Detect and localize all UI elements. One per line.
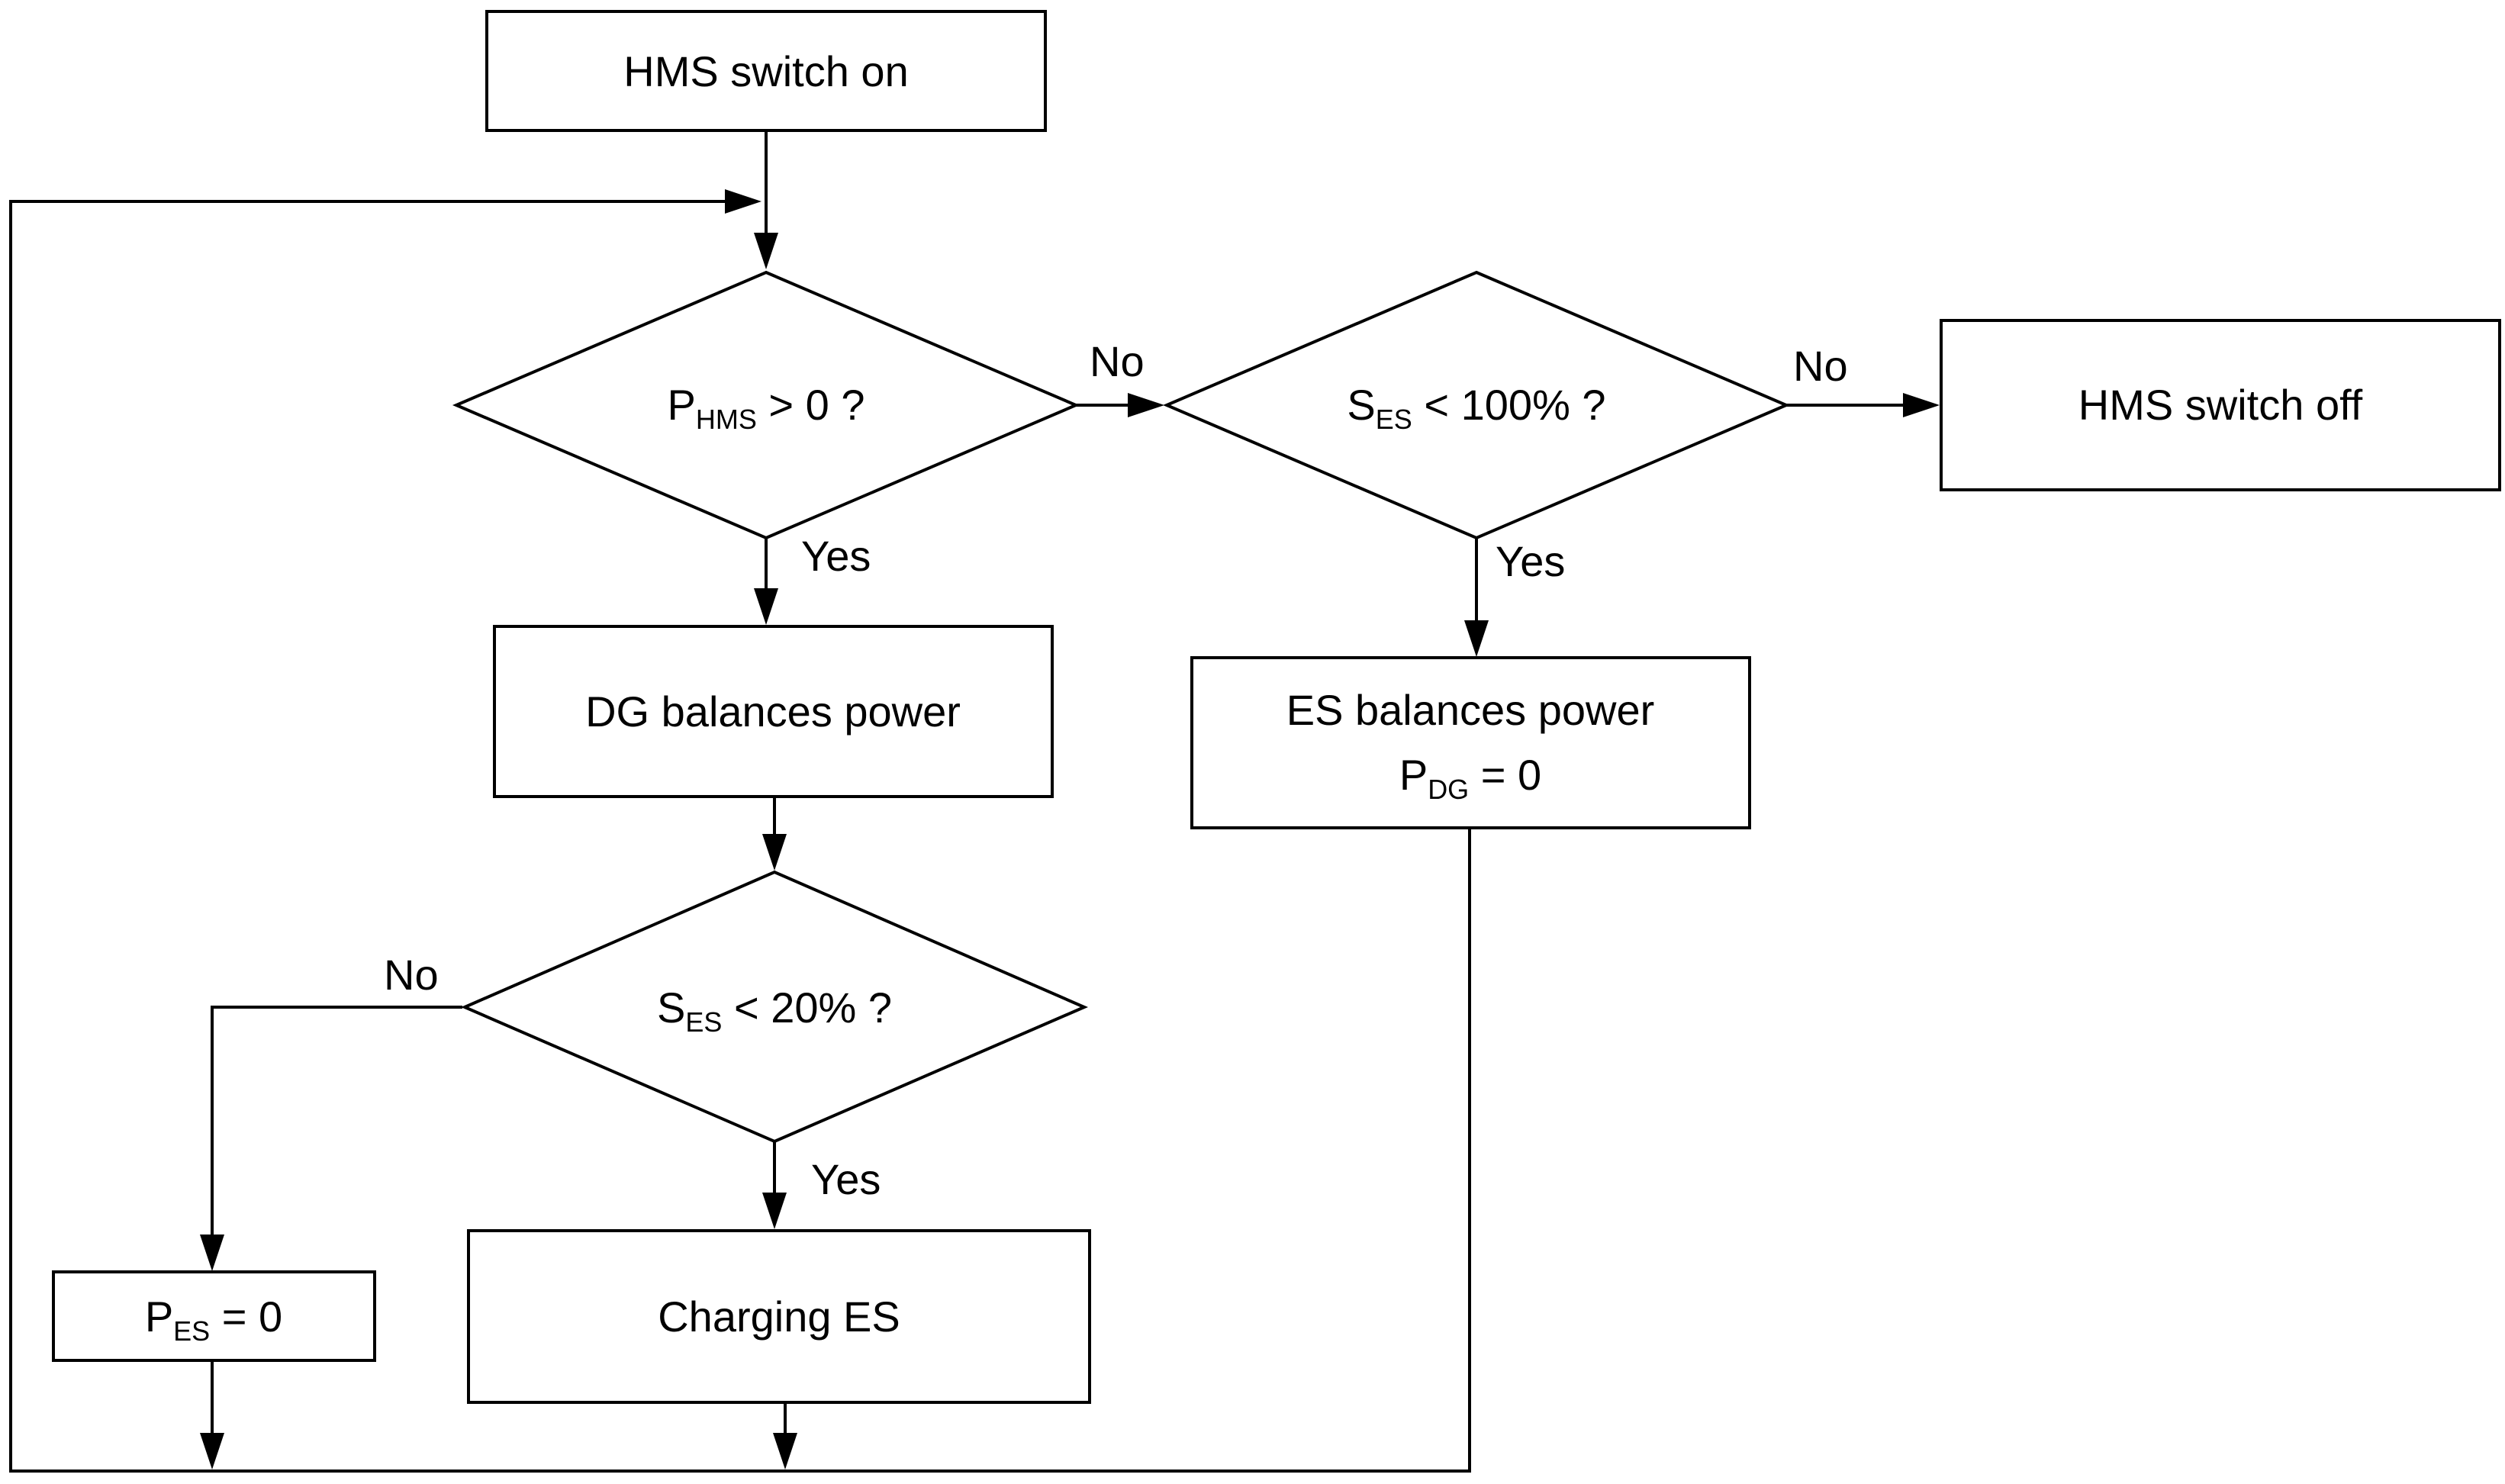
decision-phms-p: P: [667, 381, 695, 429]
decision-ses-100-rest: < 100% ?: [1412, 381, 1606, 429]
edge-loop-back: [9, 200, 1471, 1473]
edge-labels: No Yes No Yes No Yes: [384, 337, 1848, 1203]
decision-phms-label: PHMS > 0 ?: [667, 381, 865, 435]
arrow-head: [773, 1433, 797, 1470]
node-pes-zero: PES = 0: [52, 1270, 376, 1362]
charging-es-label: Charging ES: [658, 1292, 900, 1341]
node-charging-es: Charging ES: [467, 1229, 1091, 1404]
connectors: [9, 130, 1940, 1473]
start-box: [485, 10, 1047, 132]
dg-balances-box: [493, 625, 1054, 798]
switch-off-label: HMS switch off: [2078, 381, 2363, 429]
decision-ses-100-label: SES < 100% ?: [1347, 381, 1605, 435]
decision-ses-20-sub: ES: [685, 1006, 722, 1038]
pes-zero-label: PES = 0: [145, 1292, 282, 1347]
node-es-balances: ES balances power PDG = 0: [1190, 656, 1751, 829]
es-balances-rest: = 0: [1469, 751, 1541, 799]
charging-es-box: [467, 1229, 1091, 1404]
arrow-head: [1128, 393, 1164, 417]
decision-ses-20-rest: < 20% ?: [722, 983, 892, 1032]
es-balances-sub: DG: [1428, 774, 1469, 805]
pes-zero-rest: = 0: [210, 1292, 282, 1341]
node-switch-off: HMS switch off: [1940, 319, 2501, 491]
label-d1-no: No: [1090, 337, 1145, 385]
label-d3-no: No: [384, 951, 439, 999]
decision-ses-20: SES < 20% ?: [460, 870, 1089, 1144]
switch-off-box: [1940, 319, 2501, 491]
node-start: HMS switch on: [485, 10, 1047, 132]
arrow-head: [200, 1433, 224, 1470]
decision-phms-diamond: [452, 270, 1080, 540]
arrow-head: [762, 834, 787, 871]
label-d2-yes: Yes: [1496, 537, 1565, 585]
pes-zero-box: [52, 1270, 376, 1362]
decision-phms: PHMS > 0 ?: [452, 270, 1080, 540]
es-balances-line1: ES balances power: [1286, 686, 1655, 734]
decision-phms-sub: HMS: [696, 404, 757, 435]
decision-ses-100: SES < 100% ?: [1162, 270, 1791, 540]
pes-zero-p: P: [145, 1292, 173, 1341]
label-d1-yes: Yes: [801, 532, 871, 580]
decision-ses-100-p: S: [1347, 381, 1375, 429]
pes-zero-sub: ES: [173, 1315, 210, 1347]
decision-ses-20-diamond: [460, 870, 1089, 1144]
arrow-head: [1903, 393, 1940, 417]
node-dg-balances: DG balances power: [493, 625, 1054, 798]
arrow-head: [754, 588, 778, 625]
edge-d3-no: [211, 1006, 462, 1235]
decision-ses-100-sub: ES: [1376, 404, 1412, 435]
label-d2-no: No: [1793, 342, 1848, 390]
arrow-head: [200, 1235, 224, 1271]
dg-balances-label: DG balances power: [585, 687, 961, 736]
start-label: HMS switch on: [623, 47, 908, 95]
es-balances-box: [1190, 656, 1751, 829]
arrow-head: [762, 1193, 787, 1229]
es-balances-line2: PDG = 0: [1399, 751, 1541, 805]
arrow-head: [1464, 620, 1489, 657]
decision-ses-100-diamond: [1162, 270, 1791, 540]
decision-ses-20-p: S: [657, 983, 685, 1032]
decision-phms-rest: > 0 ?: [757, 381, 865, 429]
label-d3-yes: Yes: [811, 1155, 881, 1203]
es-balances-p: P: [1399, 751, 1428, 799]
decision-ses-20-label: SES < 20% ?: [657, 983, 892, 1038]
arrow-head: [725, 189, 761, 214]
arrow-head: [754, 233, 778, 269]
